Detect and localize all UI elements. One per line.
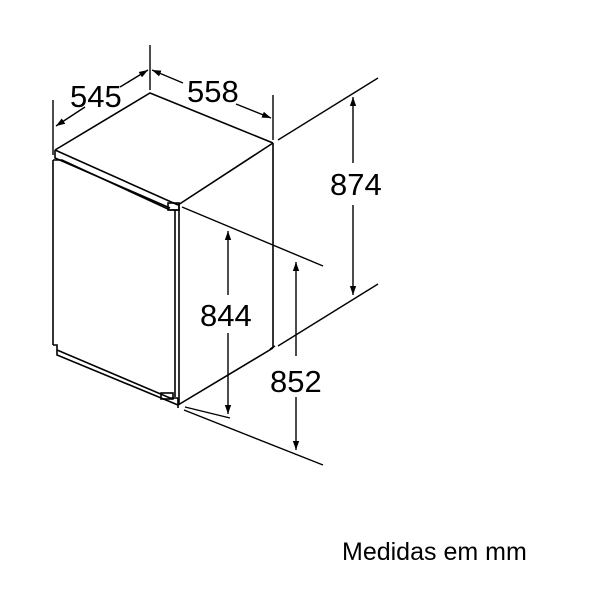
dimension-arrows xyxy=(55,69,357,450)
extension-lines xyxy=(52,45,379,466)
depth-dimension-label: 545 xyxy=(70,79,122,114)
niche-height-max-label: 852 xyxy=(270,364,322,399)
cabinet-body xyxy=(52,92,274,408)
units-caption: Medidas em mm xyxy=(342,538,527,566)
overall-height-dimension-label: 874 xyxy=(330,167,382,202)
niche-height-min-label: 844 xyxy=(200,298,252,333)
width-dimension-label: 558 xyxy=(187,74,239,109)
